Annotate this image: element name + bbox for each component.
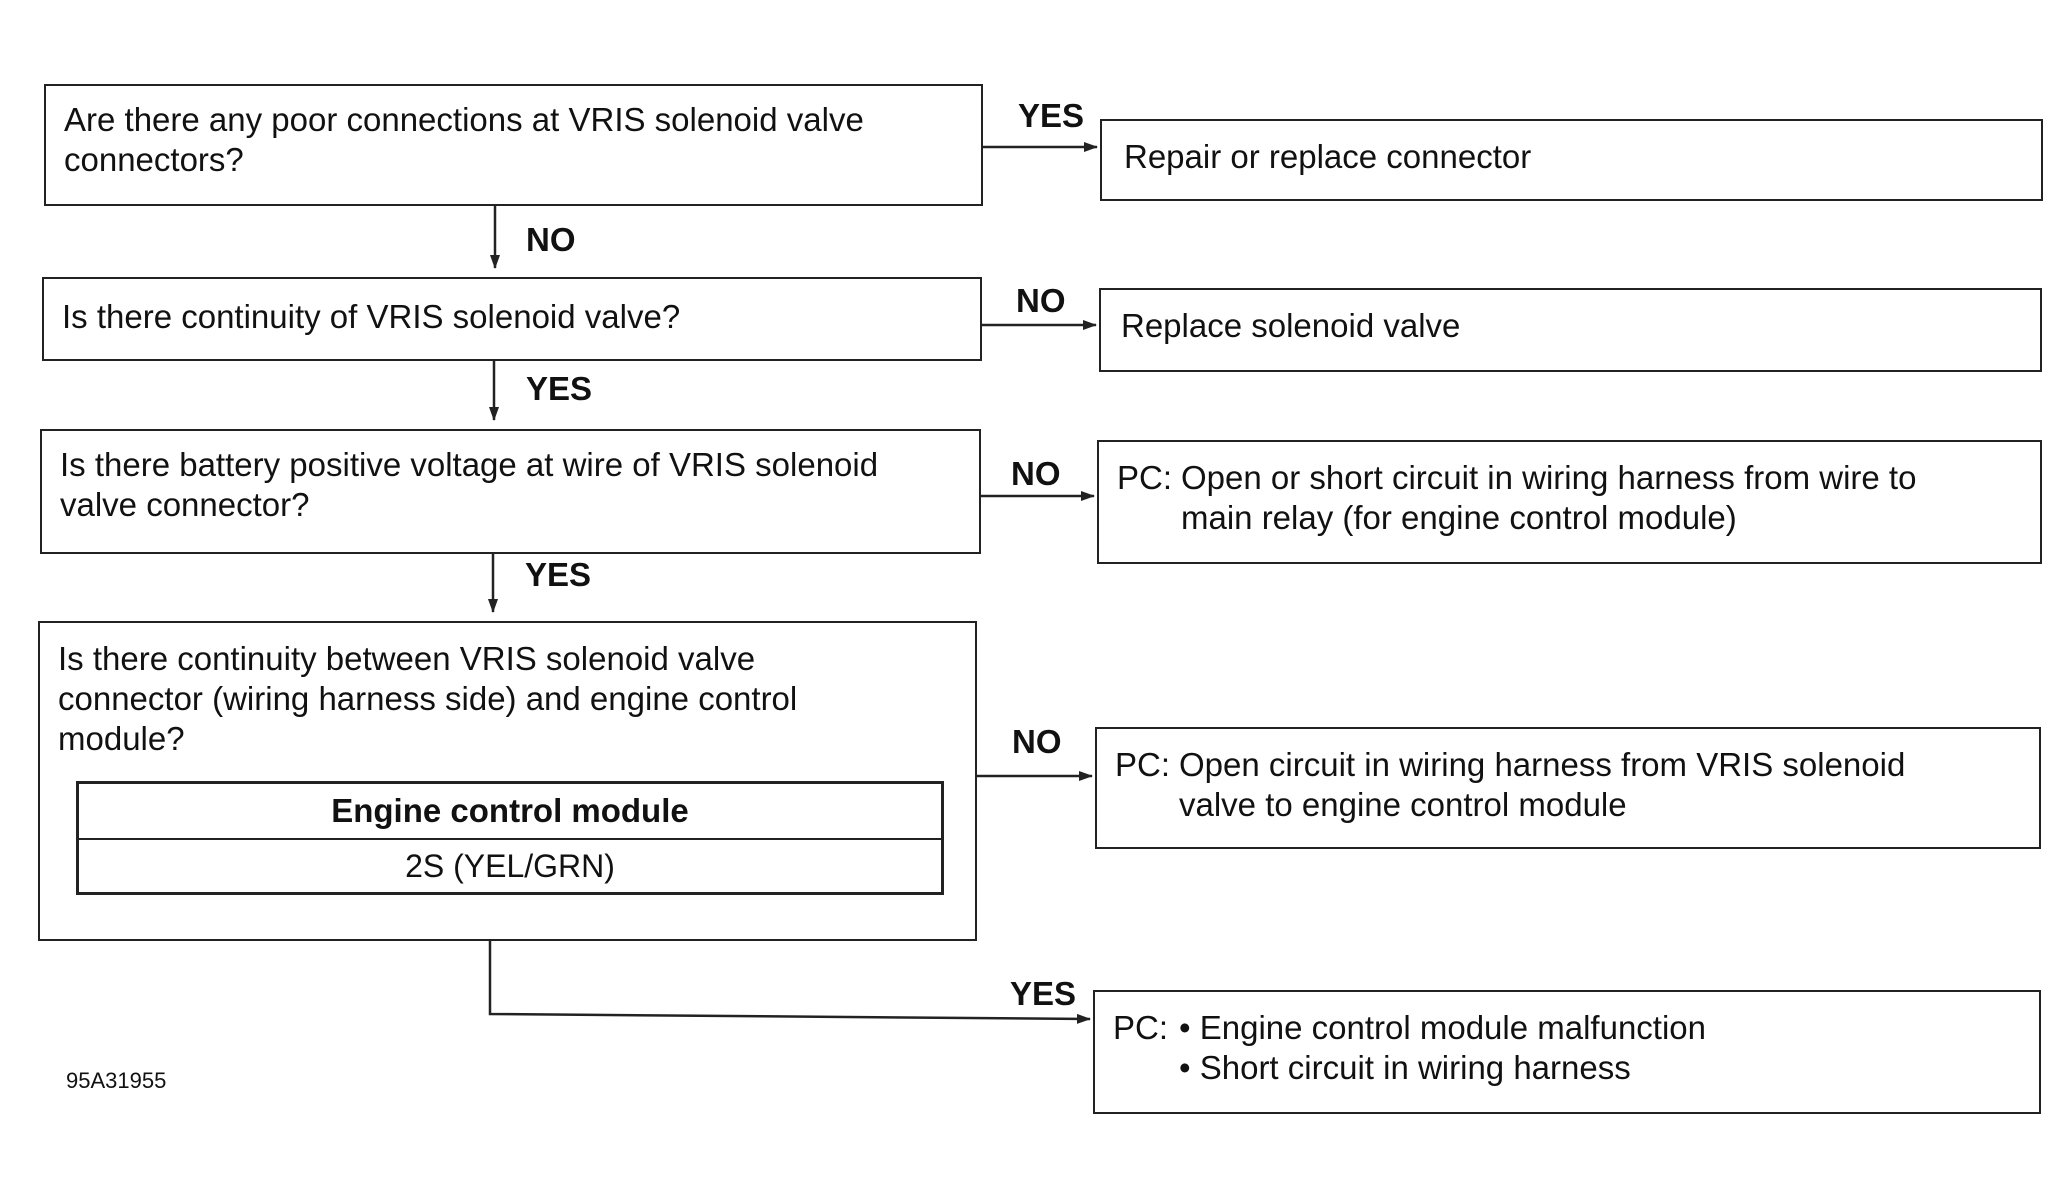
result-text-line: • Short circuit in wiring harness [1179, 1049, 1631, 1086]
pc-prefix: PC: [1115, 746, 1171, 783]
ecm-table-terminal: 2S (YEL/GRN) [405, 848, 615, 884]
question-text-line: valve connector? [60, 486, 310, 523]
arrow-q4-yes [488, 938, 1091, 1024]
question-text-line: module? [58, 720, 185, 757]
result-box-repair-connector: Repair or replace connector [1100, 119, 2043, 201]
ecm-terminal-table: Engine control module 2S (YEL/GRN) [76, 781, 944, 895]
result-text-line: valve to engine control module [1179, 786, 1627, 823]
question-box-poor-connections: Are there any poor connections at VRIS s… [44, 84, 983, 206]
question-box-battery-voltage: Is there battery positive voltage at wir… [40, 429, 981, 554]
branch-label-yes: YES [1018, 97, 1085, 134]
question-text-line: Is there continuity of VRIS solenoid val… [62, 298, 681, 335]
result-box-ecm-malfunction: PC: • Engine control module malfunction … [1093, 990, 2041, 1114]
question-box-harness-continuity: Is there continuity between VRIS solenoi… [38, 621, 977, 941]
result-box-open-short-main-relay: PC: Open or short circuit in wiring harn… [1097, 440, 2042, 564]
branch-label-yes: YES [1010, 975, 1077, 1012]
question-text-line: connector (wiring harness side) and engi… [58, 680, 798, 717]
branch-label-no: NO [1016, 282, 1066, 319]
figure-code: 95A31955 [66, 1068, 167, 1093]
result-text: Replace solenoid valve [1121, 307, 1461, 344]
result-text: Repair or replace connector [1124, 138, 1532, 175]
branch-label-no: NO [1011, 455, 1061, 492]
question-text-line: Are there any poor connections at VRIS s… [64, 101, 864, 138]
branch-label-no: NO [526, 221, 576, 258]
result-text-line: • Engine control module malfunction [1179, 1009, 1707, 1046]
result-box-open-circuit-ecm: PC: Open circuit in wiring harness from … [1095, 727, 2041, 849]
branch-label-no: NO [1012, 723, 1062, 760]
pc-prefix: PC: [1117, 459, 1173, 496]
result-box-replace-valve: Replace solenoid valve [1099, 288, 2042, 372]
result-text-line: main relay (for engine control module) [1181, 499, 1737, 536]
question-text-line: connectors? [64, 141, 244, 178]
pc-prefix: PC: [1113, 1009, 1169, 1046]
question-text-line: Is there continuity between VRIS solenoi… [58, 640, 756, 677]
result-text-line: Open circuit in wiring harness from VRIS… [1179, 746, 1906, 783]
result-text-line: Open or short circuit in wiring harness … [1181, 459, 1917, 496]
branch-label-yes: YES [526, 370, 593, 407]
ecm-table-header: Engine control module [79, 784, 941, 840]
branch-label-yes: YES [525, 556, 592, 593]
question-box-valve-continuity: Is there continuity of VRIS solenoid val… [42, 277, 982, 361]
question-text-line: Is there battery positive voltage at wir… [60, 446, 879, 483]
